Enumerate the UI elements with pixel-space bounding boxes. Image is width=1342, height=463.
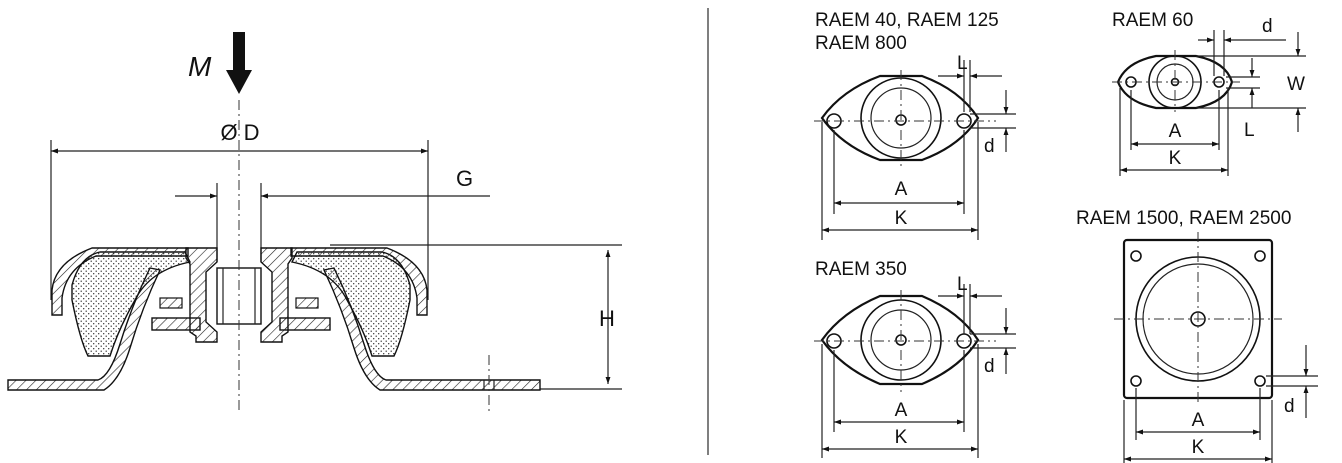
height-label: H bbox=[599, 306, 615, 331]
raem1500-hole-top-right bbox=[1254, 250, 1266, 262]
variant-raem-60: RAEM 60 d W L A K bbox=[1112, 10, 1306, 176]
lip-right bbox=[295, 297, 319, 309]
raem40-d-label: d bbox=[984, 136, 995, 157]
thread-label: G bbox=[456, 166, 473, 191]
raem60-A-label: A bbox=[1169, 121, 1182, 142]
base-sheet-right bbox=[322, 267, 541, 391]
raem40-inner-ring bbox=[870, 87, 932, 149]
raem40-title-line2: RAEM 800 bbox=[815, 33, 907, 54]
raem350-d-label: d bbox=[984, 356, 995, 377]
raem350-L-label: L bbox=[957, 274, 968, 295]
raem1500-A-label: A bbox=[1192, 410, 1205, 431]
raem60-W-label: W bbox=[1287, 74, 1305, 95]
lip-left bbox=[159, 297, 183, 309]
raem350-flange-outline bbox=[820, 294, 980, 386]
base-sheet-left bbox=[7, 267, 162, 391]
diameter-label: Ø D bbox=[220, 120, 259, 145]
raem1500-hole-bottom-right bbox=[1254, 375, 1266, 387]
raem350-A-label: A bbox=[895, 400, 908, 421]
raem1500-K-label: K bbox=[1192, 437, 1205, 458]
cross-section-view: M Ø D G H bbox=[7, 32, 622, 412]
variant-raem-350: RAEM 350 L d A K bbox=[814, 259, 1016, 458]
load-label: M bbox=[188, 51, 212, 82]
load-arrow bbox=[226, 32, 252, 94]
raem350-title: RAEM 350 bbox=[815, 259, 907, 280]
raem40-title-line1: RAEM 40, RAEM 125 bbox=[815, 10, 999, 31]
raem40-A-label: A bbox=[895, 179, 908, 200]
raem1500-title: RAEM 1500, RAEM 2500 bbox=[1076, 208, 1291, 229]
raem60-K-label: K bbox=[1169, 148, 1182, 169]
raem60-L-label: L bbox=[1244, 120, 1255, 141]
variant-raem-40-125-800: RAEM 40, RAEM 125 RAEM 800 L d A K bbox=[814, 10, 1016, 240]
bush-left bbox=[185, 247, 218, 343]
bush-right bbox=[260, 247, 293, 343]
raem60-title: RAEM 60 bbox=[1112, 10, 1193, 31]
variant-raem-1500-2500: RAEM 1500, RAEM 2500 d A K bbox=[1076, 208, 1318, 463]
raem1500-hole-bottom-left bbox=[1130, 375, 1142, 387]
raem40-flange-outline bbox=[820, 74, 980, 162]
raem1500-d-label: d bbox=[1284, 396, 1295, 417]
raem60-d-label: d bbox=[1262, 16, 1273, 37]
raem40-K-label: K bbox=[895, 208, 908, 229]
raem1500-hole-top-left bbox=[1130, 250, 1142, 262]
raem350-K-label: K bbox=[895, 427, 908, 448]
raem40-L-label: L bbox=[957, 53, 968, 74]
